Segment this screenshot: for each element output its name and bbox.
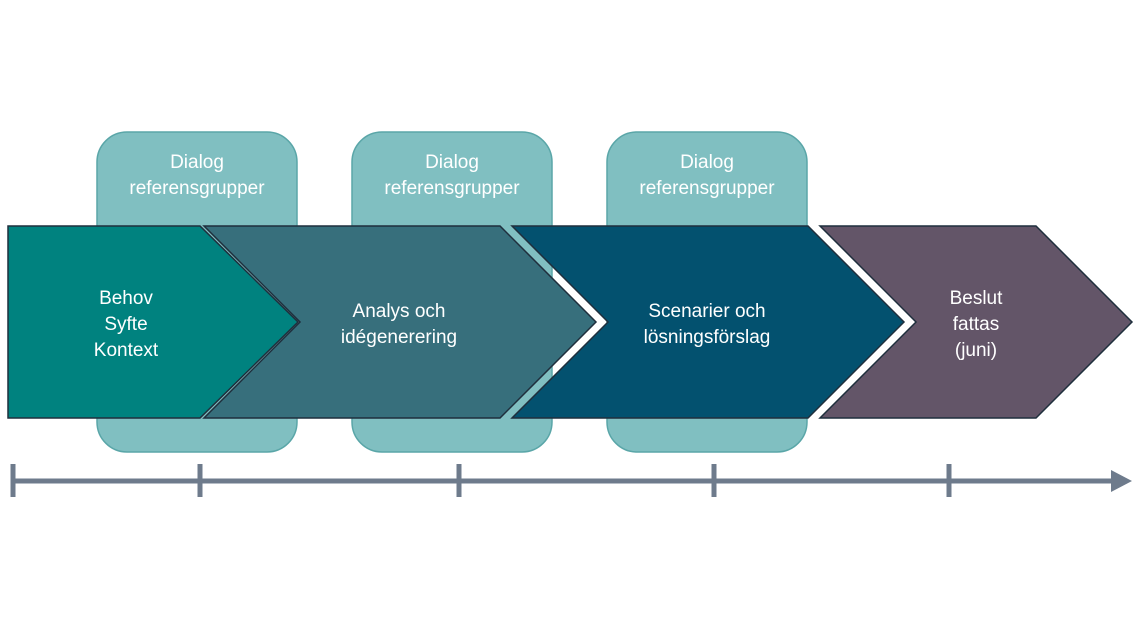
stage-3-label: Scenarier och lösningsförslag xyxy=(644,301,771,348)
stage-3-line-2: lösningsförslag xyxy=(644,327,771,348)
stage-1-chevron xyxy=(7,225,300,419)
dialog-card-2-line-2: referensgrupper xyxy=(384,178,520,199)
stage-1-line-2: Syfte xyxy=(104,314,147,335)
dialog-card-3-line-1: Dialog xyxy=(680,152,734,173)
stage-4-chevron xyxy=(818,225,1134,419)
dialog-card-3-line-2: referensgrupper xyxy=(639,178,775,199)
dialog-card-1-line-1: Dialog xyxy=(170,152,224,173)
dialog-card-2-line-1: Dialog xyxy=(425,152,479,173)
stage-3-chevron xyxy=(510,225,906,419)
stage-1-label: Behov Syfte Kontext xyxy=(94,288,159,361)
stage-2-label: Analys och idégenerering xyxy=(341,301,457,348)
stage-1-line-3: Kontext xyxy=(94,340,159,361)
stage-2-line-2: idégenerering xyxy=(341,327,457,348)
stage-4-line-3: (juni) xyxy=(955,340,997,361)
stage-labels: Behov Syfte Kontext Analys och idégenere… xyxy=(94,288,1003,361)
timeline xyxy=(10,464,1132,497)
stage-3-line-1: Scenarier och xyxy=(648,301,765,322)
stage-2-chevron xyxy=(202,225,598,419)
dialog-card-1-line-2: referensgrupper xyxy=(129,178,265,199)
stage-4-line-1: Beslut xyxy=(950,288,1004,309)
stage-4-label: Beslut fattas (juni) xyxy=(950,288,1004,361)
stage-4-line-2: fattas xyxy=(953,314,999,335)
stage-2-line-1: Analys och xyxy=(353,301,446,322)
stage-arrows xyxy=(7,225,1134,419)
arrow-right-icon xyxy=(1111,470,1132,492)
stage-1-line-1: Behov xyxy=(99,288,153,309)
